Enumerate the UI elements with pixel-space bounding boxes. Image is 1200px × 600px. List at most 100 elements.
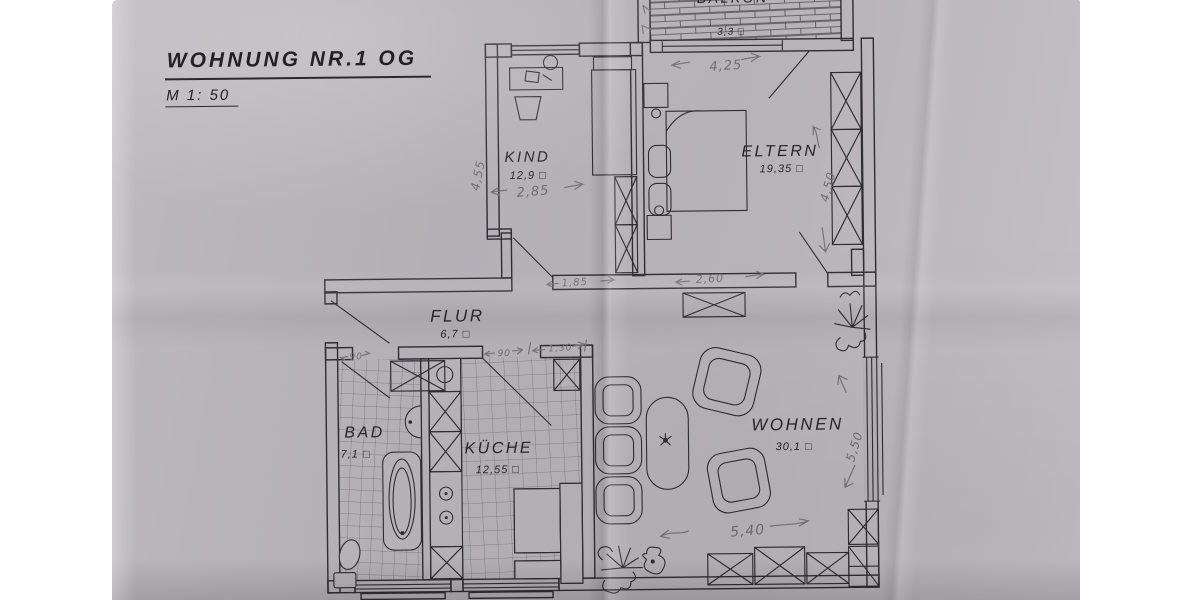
dim-arrow <box>490 187 508 196</box>
nightstand-icon <box>646 214 672 241</box>
wardrobe-icon <box>614 224 639 274</box>
plan-title: WOHNUNG NR.1 OG <box>164 46 432 81</box>
room-area-balkon: 3,3 □ <box>717 26 745 37</box>
room-area-wohnen: 30,1 □ <box>775 441 812 453</box>
sofa-icon <box>594 376 643 525</box>
dim-arrow <box>670 60 691 69</box>
armchair-icon <box>692 347 762 417</box>
room-label-eltern: ELTERN <box>741 143 818 161</box>
room-area-kueche: 12,55 □ <box>476 464 520 476</box>
dim-arrow <box>659 529 690 539</box>
room-area-flur: 6,7 □ <box>440 328 470 340</box>
wardrobe-icon <box>831 185 864 246</box>
room-label-balkon: BALKON <box>697 0 769 6</box>
wall-unit-icon <box>707 552 754 586</box>
blanket-fold <box>665 110 701 132</box>
entrance-door-swing <box>330 300 390 344</box>
sink-icon <box>439 510 454 525</box>
bad-window <box>354 578 452 594</box>
toilet-tank <box>333 572 357 589</box>
cabinet-icon <box>429 545 464 580</box>
dim-bad-door: 90 <box>349 352 363 363</box>
dim-arrow <box>844 464 856 489</box>
room-label-wohnen: WOHNEN <box>751 414 844 434</box>
cabinet-icon <box>428 390 462 433</box>
dim-kueche-wall: 1,30 <box>548 343 573 354</box>
dim-wohnen-wall: 2,60 <box>695 272 724 286</box>
balcony-floor <box>649 0 842 41</box>
pillow-icon <box>647 144 672 178</box>
dim-arrow <box>675 278 691 286</box>
wardrobe-icon <box>830 71 862 131</box>
cabinet-icon <box>428 430 463 473</box>
dim-wohnen-width: 5,40 <box>730 522 766 541</box>
bench-icon <box>514 559 562 580</box>
desk-icon <box>509 66 564 91</box>
dim-kind-width: 2,85 <box>516 183 550 201</box>
pencil-doodle <box>641 4 652 35</box>
dim-arrow <box>483 347 524 357</box>
wardrobe-icon <box>614 176 638 226</box>
room-label-kueche: KÜCHE <box>464 439 533 458</box>
corner-unit-icon <box>847 508 880 545</box>
room-label-kind: KIND <box>504 149 550 166</box>
stool-icon <box>514 96 542 121</box>
wall-unit-icon <box>754 546 806 585</box>
single-bed-icon <box>591 69 638 176</box>
armchair-icon <box>706 447 771 514</box>
fly-doodle <box>659 433 672 446</box>
dim-arrow <box>564 180 586 190</box>
dim-kind-depth: 4,55 <box>468 159 488 192</box>
bathtub-icon <box>382 451 423 551</box>
dim-kueche-door: 90 <box>498 349 512 359</box>
sideboard-icon <box>682 291 746 318</box>
bad-door-swing <box>341 361 391 399</box>
sink-icon <box>438 486 454 501</box>
dim-arrow <box>740 52 762 63</box>
cabinet-icon <box>553 358 581 392</box>
kind-door-swing <box>512 237 554 278</box>
cactus-icon <box>642 546 666 575</box>
room-wohnen <box>594 290 871 594</box>
dim-balkon-width: 4,25 <box>709 58 743 75</box>
dim-arrow <box>818 227 831 254</box>
kueche-window <box>462 577 560 593</box>
corner-unit-icon <box>848 545 880 587</box>
double-bed-icon <box>665 109 748 212</box>
room-kueche <box>428 357 584 584</box>
walls <box>324 0 884 600</box>
dim-arrow <box>769 518 811 527</box>
room-area-bad: 7,1 □ <box>341 448 371 460</box>
dim-arrow <box>837 374 848 394</box>
dim-arrow <box>812 124 821 149</box>
pillow-icon <box>648 182 672 216</box>
washbasin-icon <box>404 405 422 439</box>
nightstand-icon <box>643 82 669 109</box>
dim-arrow <box>338 350 372 361</box>
dim-arrow <box>600 276 616 284</box>
coffee-table-icon <box>645 396 690 490</box>
dim-wohnen-depth: 5,50 <box>843 430 866 463</box>
bench-icon <box>559 482 584 584</box>
toilet-icon <box>338 539 361 570</box>
bed-pillow-icon <box>592 56 633 71</box>
room-kind <box>509 54 638 176</box>
eltern-door-swing <box>798 231 829 274</box>
plan-scale: M 1: 50 <box>165 86 239 108</box>
room-area-eltern: 19,35 □ <box>760 163 804 175</box>
room-eltern <box>643 82 748 241</box>
dim-arrow <box>527 339 588 355</box>
chair-icon <box>542 54 559 71</box>
plant-icon <box>597 545 643 594</box>
balcony-door-swing <box>768 50 810 99</box>
room-bad <box>333 405 423 589</box>
room-label-flur: FLUR <box>430 306 485 326</box>
dim-arrow <box>745 270 767 279</box>
title-block: WOHNUNG NR.1 OG M 1: 50 <box>164 46 432 108</box>
dim-flur-width: 1,85 <box>561 277 588 290</box>
room-area-kind: 12,9 □ <box>510 170 547 182</box>
room-label-bad: BAD <box>344 424 385 441</box>
dim-arrow <box>546 280 559 288</box>
